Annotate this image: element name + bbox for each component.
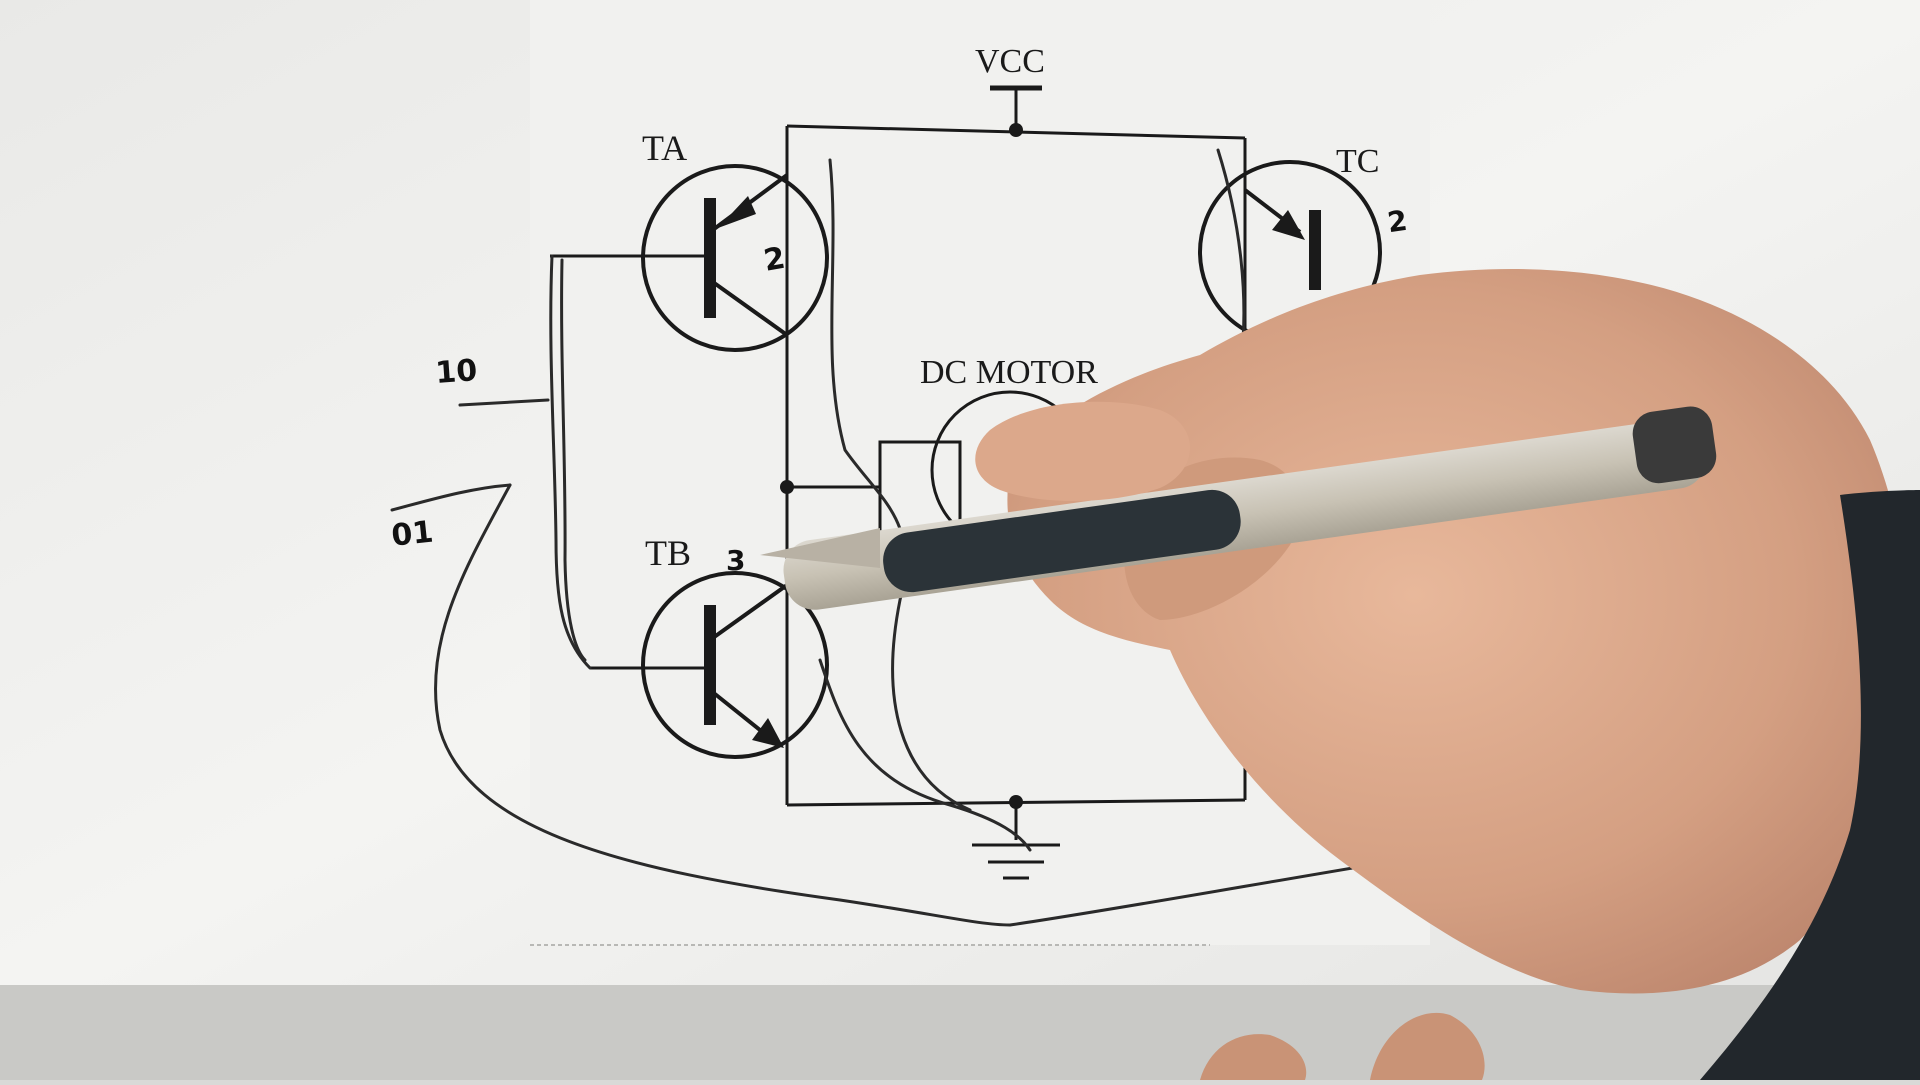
transistor-tb-note: 3 bbox=[726, 544, 745, 577]
table-surface bbox=[0, 985, 1920, 1080]
motor-label: DC MOTOR bbox=[920, 354, 1098, 391]
transistor-tc-label: TC bbox=[1336, 143, 1379, 180]
transistor-ta-label: TA bbox=[642, 128, 687, 168]
sleeve bbox=[1700, 490, 1920, 1080]
transistor-tb-arrow bbox=[752, 718, 784, 748]
vcc-label: VCC bbox=[975, 43, 1045, 80]
hand-wire-input-2 bbox=[560, 258, 587, 662]
transistor-tb-body bbox=[641, 571, 829, 759]
transistor-ta-arrow bbox=[718, 196, 756, 228]
hand-current-path bbox=[828, 158, 972, 812]
hand-arrow-10 bbox=[458, 398, 550, 407]
transistor-ta-collector bbox=[708, 278, 789, 337]
transistor-tb-collector bbox=[708, 583, 789, 642]
handwritten-label-10: 10 bbox=[434, 353, 478, 391]
hand-wire-loop bbox=[434, 483, 1402, 927]
left-mid-node bbox=[780, 480, 794, 494]
fingertips-bottom bbox=[1200, 1012, 1485, 1080]
index-finger bbox=[975, 401, 1190, 502]
hand-wire-input bbox=[549, 254, 592, 670]
transistor-ta bbox=[550, 164, 829, 352]
vcc-node bbox=[1009, 123, 1023, 137]
transistor-tb-label: TB bbox=[645, 533, 691, 573]
transistor-tc-arrow bbox=[1272, 210, 1305, 240]
handwritten-label-01: 01 bbox=[390, 515, 435, 554]
ground-node bbox=[1009, 795, 1023, 809]
hand-current-path-3 bbox=[818, 658, 1032, 852]
hand-with-pen bbox=[760, 268, 1920, 1080]
transistor-tc-note: 2 bbox=[1385, 204, 1409, 239]
pen-tip bbox=[760, 528, 880, 568]
transistor-tb bbox=[590, 571, 829, 759]
pen-grip bbox=[883, 489, 1241, 593]
pen-cap bbox=[1632, 406, 1717, 484]
transistor-ta-body bbox=[641, 164, 829, 352]
handwritten-traces bbox=[390, 148, 1402, 927]
hand-wire-loop-top bbox=[390, 483, 512, 512]
